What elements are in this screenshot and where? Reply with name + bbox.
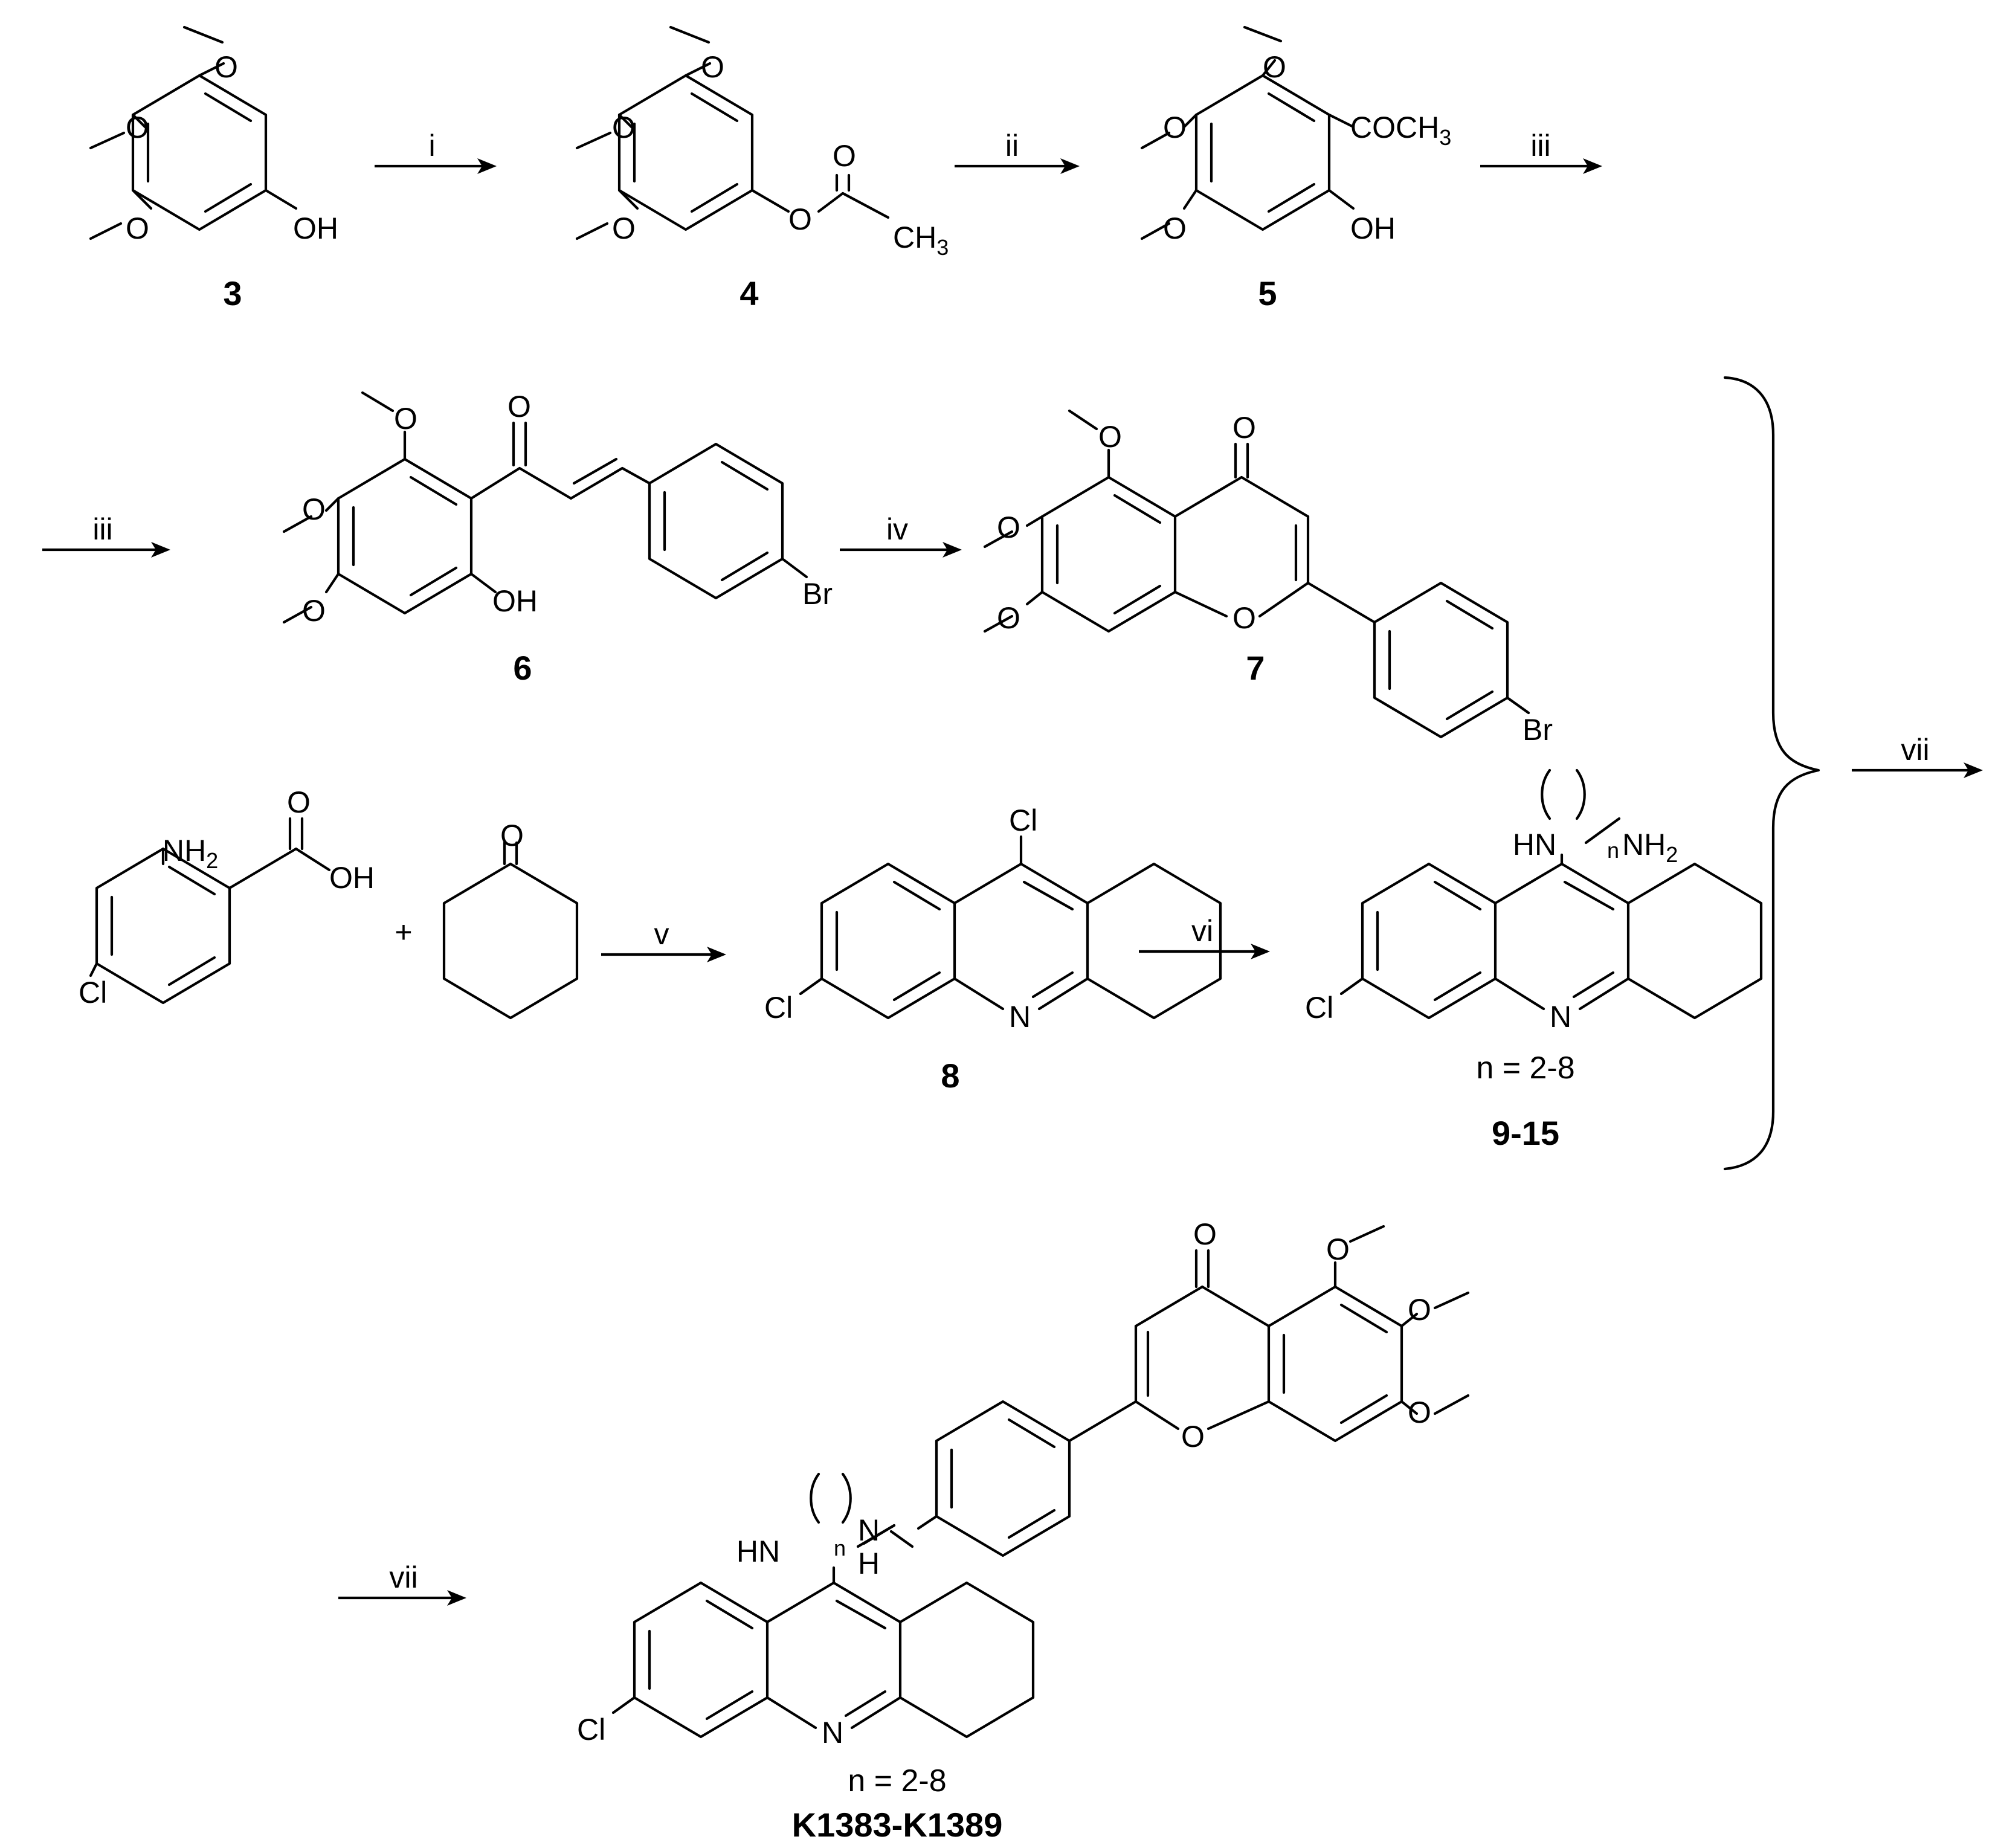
compound-4-structure: O O O O O CH3 (575, 25, 949, 260)
atom-oh: OH (329, 861, 375, 895)
atom-o: O (126, 111, 149, 144)
atom-oh: OH (492, 584, 538, 618)
atom-coch3: COCH3 (1350, 111, 1451, 150)
atom-o: O (1408, 1396, 1431, 1429)
compound-label-8: 8 (941, 1057, 959, 1095)
atom-br: Br (802, 577, 833, 611)
reaction-arrow-v (601, 947, 726, 962)
range-note-final: n = 2-8 (848, 1763, 946, 1798)
final-compound-structure: O O O O O HN n N H N Cl (577, 1217, 1470, 1750)
atom-o: O (1263, 50, 1286, 84)
atom-o: O (302, 492, 326, 526)
compound-7-structure: O O O O O Br (983, 409, 1553, 747)
step-label-i: i (428, 129, 435, 163)
atom-n: N (1009, 1000, 1031, 1034)
atom-o: O (701, 50, 724, 84)
compound-3-structure: O O O OH (89, 25, 338, 245)
atom-nh2: NH2 (1622, 828, 1678, 867)
reaction-arrow-i (375, 158, 497, 174)
step-label-iii: iii (92, 512, 112, 546)
atom-cl: Cl (764, 991, 793, 1025)
step-label-vi: vi (1191, 914, 1213, 948)
atom-hn: HN (736, 1534, 780, 1568)
atom-o: O (500, 819, 524, 852)
atom-o: O (1232, 601, 1256, 635)
atom-o: O (997, 510, 1020, 544)
atom-n-subscript: n (1607, 838, 1619, 863)
reaction-arrow-vii (338, 1590, 466, 1606)
step-label-vii: vii (1901, 733, 1929, 767)
reaction-arrow-ii (955, 158, 1080, 174)
atom-o: O (287, 785, 311, 819)
reaction-arrow-iv (840, 542, 962, 558)
reaction-arrow-vii (1852, 762, 1983, 778)
atom-o: O (507, 390, 531, 423)
atom-o: O (612, 111, 636, 144)
atom-n-subscript: n (834, 1536, 846, 1560)
plus-sign: + (395, 915, 412, 949)
atom-ch3: CH3 (893, 221, 949, 260)
step-label-iii: iii (1530, 129, 1550, 163)
atom-o: O (1163, 211, 1187, 245)
step-label-vii: vii (389, 1560, 417, 1594)
atom-o: O (1181, 1420, 1205, 1454)
compound-label-9-15: 9-15 (1492, 1114, 1559, 1152)
step-label-ii: ii (1005, 129, 1019, 163)
atom-n: N (1550, 1000, 1571, 1034)
atom-o: O (214, 50, 238, 84)
step-label-v: v (654, 917, 669, 951)
aminochlorobenzoic-acid-structure: NH2 O OH Cl (79, 785, 375, 1009)
atom-o: O (612, 211, 636, 245)
atom-hn: HN (1513, 828, 1556, 861)
atom-h: H (858, 1547, 880, 1580)
compound-label-final: K1383-K1389 (792, 1806, 1003, 1844)
atom-cl: Cl (577, 1713, 605, 1747)
atom-o: O (1193, 1217, 1217, 1251)
compound-label-6: 6 (513, 649, 532, 687)
atom-o: O (788, 202, 812, 236)
compound-label-5: 5 (1258, 274, 1277, 312)
compound-9-15-structure: HN n NH2 N Cl (1305, 768, 1763, 1034)
atom-oh: OH (293, 211, 338, 245)
atom-o: O (302, 594, 326, 628)
atom-o: O (1232, 411, 1256, 445)
atom-br: Br (1522, 713, 1553, 747)
reaction-arrow-iii (42, 542, 170, 558)
atom-o: O (1098, 420, 1122, 454)
compound-label-4: 4 (740, 274, 758, 312)
atom-o: O (833, 139, 856, 173)
atom-oh: OH (1350, 211, 1396, 245)
compound-label-3: 3 (223, 274, 242, 312)
atom-n: N (822, 1716, 843, 1750)
atom-cl: Cl (79, 976, 107, 1009)
reaction-arrow-iii (1480, 158, 1602, 174)
atom-n: N (858, 1513, 880, 1547)
atom-o: O (1408, 1293, 1431, 1327)
reaction-arrow-vi (1139, 944, 1270, 959)
cyclohexanone-structure: O (442, 819, 579, 1020)
compound-6-structure: O O O O OH Br (282, 390, 833, 628)
range-note-9-15: n = 2-8 (1476, 1051, 1574, 1086)
atom-cl: Cl (1009, 803, 1037, 837)
atom-cl: Cl (1305, 991, 1333, 1025)
right-curly-brace (1723, 376, 1820, 1171)
atom-o: O (394, 402, 417, 436)
atom-o: O (997, 601, 1020, 635)
atom-nh2: NH2 (163, 834, 218, 873)
atom-o: O (126, 211, 149, 245)
compound-label-7: 7 (1246, 649, 1265, 687)
atom-o: O (1163, 111, 1187, 144)
atom-o: O (1326, 1232, 1350, 1266)
compound-8-structure: Cl N Cl (764, 803, 1222, 1034)
step-label-iv: iv (886, 512, 908, 546)
compound-5-structure: O O O COCH3 OH (1140, 25, 1451, 245)
